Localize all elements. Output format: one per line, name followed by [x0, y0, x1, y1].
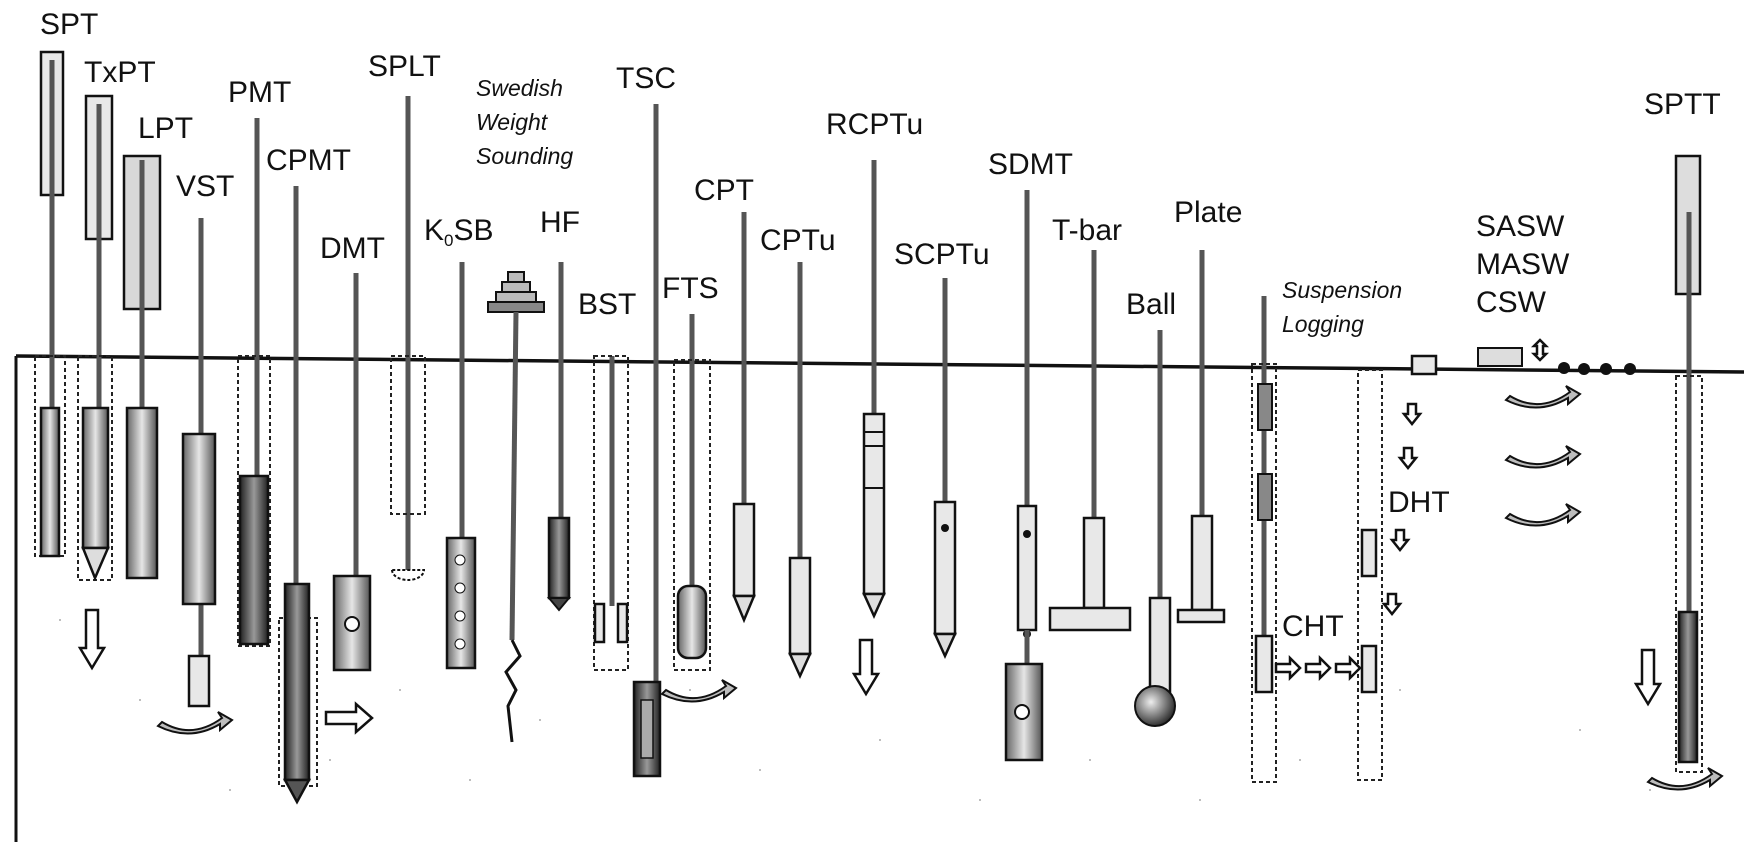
- cht-probe: [1274, 369, 1383, 781]
- label-ball: Ball: [1126, 288, 1176, 321]
- txpt-probe: [77, 94, 114, 671]
- label-dmt: DMT: [320, 232, 385, 265]
- label-sasw: SASW: [1476, 210, 1565, 243]
- fts-probe: [660, 314, 738, 703]
- rotation-icon: [156, 711, 234, 735]
- label-plate: Plate: [1174, 196, 1242, 229]
- ball-probe: [1134, 330, 1176, 727]
- label-bst: BST: [578, 288, 636, 321]
- label-sdmt: SDMT: [988, 148, 1073, 181]
- soil-texture: [59, 619, 1701, 801]
- label-k0sb: K0SB: [424, 214, 494, 250]
- right-arrow-icon: [1334, 654, 1362, 682]
- scptu-probe: [933, 278, 957, 660]
- label-tsc: TSC: [616, 62, 676, 95]
- down-arrow-icon: [1381, 592, 1403, 617]
- t-bar-probe: [1048, 250, 1132, 632]
- label-txpt: TxPT: [84, 56, 156, 89]
- label-splt: SPLT: [368, 50, 441, 83]
- label-logging: Logging: [1282, 311, 1364, 337]
- rotation-icon: [660, 679, 738, 703]
- label-fts: FTS: [662, 272, 719, 305]
- label-masw: MASW: [1476, 248, 1570, 281]
- label-sounding: Sounding: [476, 143, 573, 169]
- right-arrow-icon: [1304, 654, 1332, 682]
- k0sb-probe: [445, 262, 477, 670]
- splt-probe: [390, 96, 426, 581]
- suspension-logging-probe: [1251, 296, 1277, 783]
- down-arrow-icon: [851, 638, 881, 697]
- label-scptu: SCPTu: [894, 238, 990, 271]
- label-rcptu: RCPTu: [826, 108, 923, 141]
- right-arrow-icon: [324, 701, 374, 735]
- rotation-icon: [1646, 767, 1724, 791]
- down-arrow-icon: [1389, 528, 1411, 553]
- updown-arrow-icon: [1530, 338, 1550, 362]
- cpmt-probe: [278, 186, 374, 805]
- swedish-weight-sounding-probe: [487, 271, 545, 743]
- surface-wave-icon: [1504, 503, 1582, 527]
- label-weight: Weight: [476, 109, 549, 135]
- lpt-probe: [122, 154, 162, 580]
- label-cpt: CPT: [694, 174, 754, 207]
- tsc-probe: [632, 104, 662, 778]
- label-cht: CHT: [1282, 610, 1344, 643]
- label-tbar: T-bar: [1052, 214, 1122, 247]
- pmt-probe: [237, 118, 271, 647]
- down-arrow-icon: [1401, 402, 1423, 427]
- label-spt: SPT: [40, 8, 98, 41]
- sptt-probe: [1633, 154, 1724, 791]
- surface-wave-icon: [1504, 385, 1582, 409]
- surface-wave-icon: [1504, 445, 1582, 469]
- label-sptt: SPTT: [1644, 88, 1721, 121]
- hf-probe: [546, 262, 572, 612]
- vst-probe: [156, 218, 234, 735]
- label-vst: VST: [176, 170, 234, 203]
- cpt-probe: [732, 212, 756, 624]
- label-hf: HF: [540, 206, 580, 239]
- sdmt-probe: [1004, 190, 1044, 762]
- ground-surface-line: [15, 354, 1744, 374]
- label-cpmt: CPMT: [266, 144, 351, 177]
- label-lpt: LPT: [138, 112, 193, 145]
- label-suspension: Suspension: [1282, 277, 1402, 303]
- label-swedish: Swedish: [476, 75, 563, 101]
- dmt-probe: [332, 273, 372, 672]
- label-dht: DHT: [1388, 486, 1450, 519]
- dht-source: [1381, 354, 1438, 617]
- label-pmt: PMT: [228, 76, 291, 109]
- label-cptu: CPTu: [760, 224, 836, 257]
- down-arrow-icon: [77, 608, 107, 671]
- plate-probe: [1176, 250, 1226, 624]
- bst-probe: [593, 355, 629, 671]
- surface-wave-setup: [1477, 338, 1636, 527]
- rcptu-probe: [851, 160, 886, 697]
- right-arrow-icon: [1274, 654, 1302, 682]
- down-arrow-icon: [1633, 648, 1663, 707]
- cptu-probe: [788, 262, 812, 680]
- spt-probe: [34, 50, 66, 558]
- label-csw: CSW: [1476, 286, 1547, 319]
- down-arrow-icon: [1397, 446, 1419, 471]
